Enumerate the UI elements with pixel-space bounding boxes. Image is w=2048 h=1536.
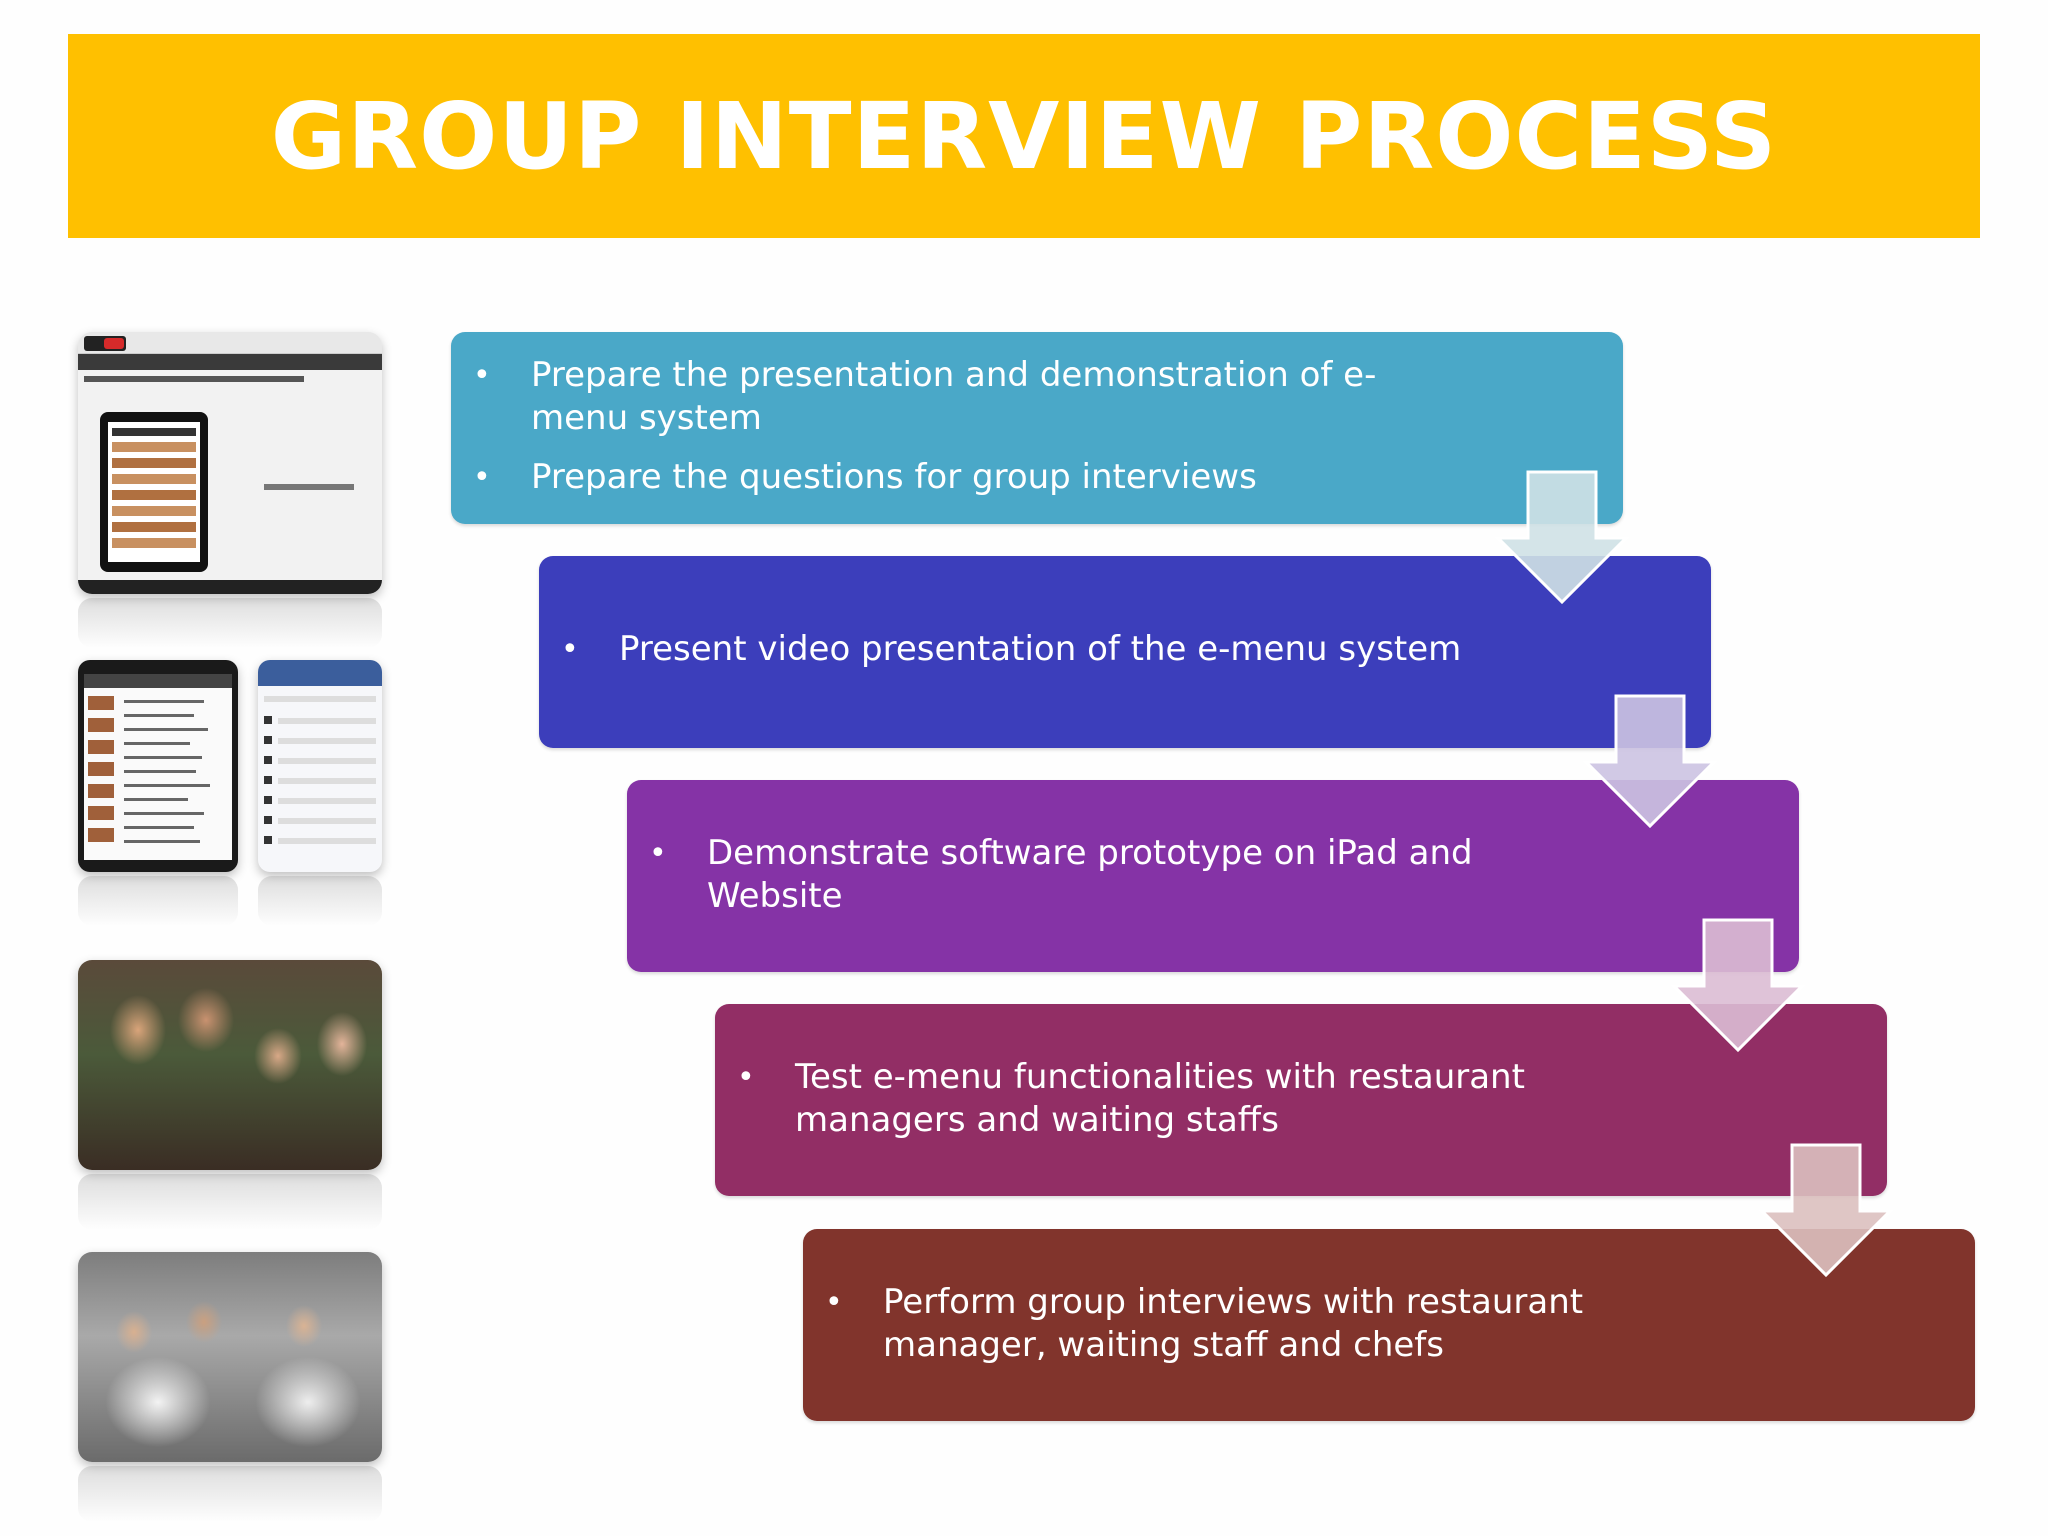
website-thumbnail — [258, 660, 382, 872]
list-label-line — [264, 484, 354, 490]
slide-title: GROUP INTERVIEW PROCESS — [270, 82, 1778, 190]
ipad-screen — [108, 422, 200, 562]
process-step-5: Perform group interviews with restaurant… — [803, 1229, 1975, 1421]
step-1-bullet-2: Prepare the questions for group intervie… — [465, 456, 1603, 499]
chefs-photo — [78, 1252, 382, 1462]
thumbnail-reflection — [78, 598, 382, 648]
thumbnail-reflection — [78, 876, 238, 926]
process-step-1: Prepare the presentation and demonstrati… — [451, 332, 1623, 524]
restaurant-staff-photo — [78, 960, 382, 1170]
process-step-2: Present video presentation of the e-menu… — [539, 556, 1711, 748]
step-3-bullet-1: Demonstrate software prototype on iPad a… — [641, 832, 1779, 918]
video-title-line — [84, 376, 304, 382]
ipad-app-thumbnail — [78, 660, 238, 872]
youtube-logo-icon — [84, 336, 126, 351]
step-1-bullet-1: Prepare the presentation and demonstrati… — [465, 354, 1603, 440]
video-screenshot-thumbnail — [78, 332, 382, 594]
step-2-bullet-1: Present video presentation of the e-menu… — [553, 628, 1691, 671]
browser-toolbar — [78, 332, 382, 354]
title-banner: GROUP INTERVIEW PROCESS — [68, 34, 1980, 238]
step-4-bullets: Test e-menu functionalities with restaur… — [729, 1056, 1867, 1142]
step-1-bullets: Prepare the presentation and demonstrati… — [465, 354, 1603, 499]
thumbnail-reflection — [78, 1174, 382, 1230]
process-step-3: Demonstrate software prototype on iPad a… — [627, 780, 1799, 972]
down-arrow-icon — [1494, 468, 1630, 606]
step-5-bullets: Perform group interviews with restaurant… — [817, 1281, 1955, 1367]
process-step-4: Test e-menu functionalities with restaur… — [715, 1004, 1887, 1196]
step-5-bullet-1: Perform group interviews with restaurant… — [817, 1281, 1955, 1367]
down-arrow-icon — [1758, 1141, 1894, 1279]
step-2-bullets: Present video presentation of the e-menu… — [553, 628, 1691, 671]
step-3-bullets: Demonstrate software prototype on iPad a… — [641, 832, 1779, 918]
down-arrow-icon — [1582, 692, 1718, 830]
thumbnail-reflection — [78, 1466, 382, 1522]
site-navbar — [78, 354, 382, 370]
video-controls-bar — [78, 580, 382, 594]
thumbnail-reflection — [258, 876, 382, 926]
down-arrow-icon — [1670, 916, 1806, 1054]
ipad-device — [100, 412, 208, 572]
step-4-bullet-1: Test e-menu functionalities with restaur… — [729, 1056, 1867, 1142]
